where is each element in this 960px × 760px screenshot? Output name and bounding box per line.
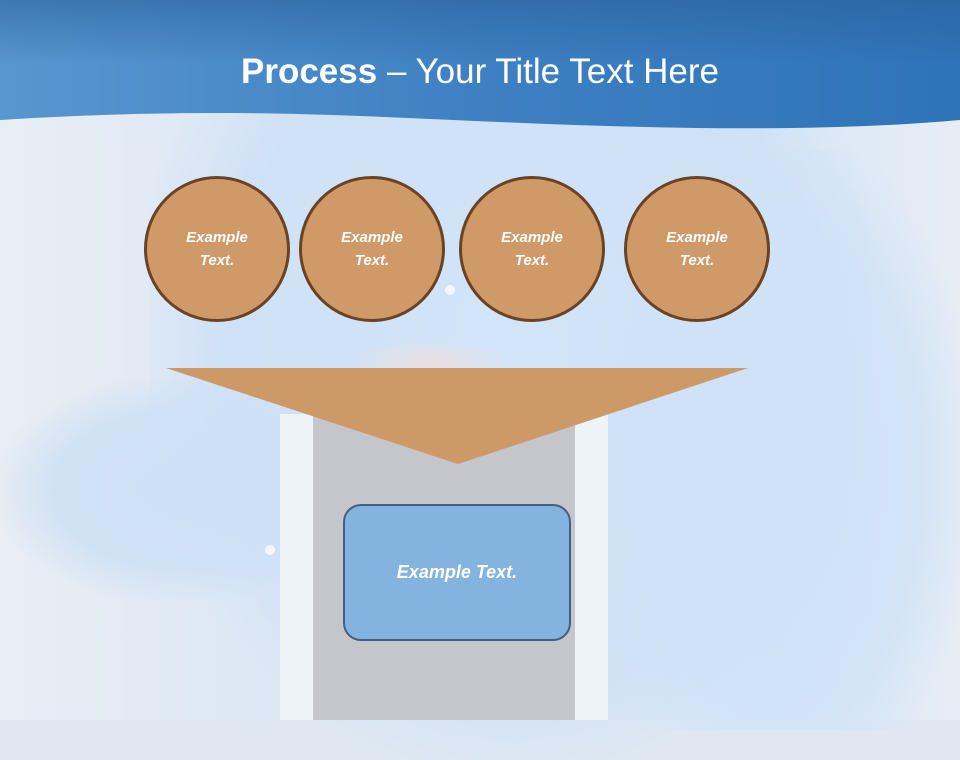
process-step-label: Example Text. (341, 229, 403, 269)
slide-title: Process – Your Title Text Here (0, 52, 960, 92)
process-step-circle: Example Text. (299, 176, 445, 322)
result-label: Example Text. (396, 562, 518, 582)
process-step-label: Example Text. (666, 229, 728, 269)
shirt-button (445, 285, 455, 295)
process-step-circle: Example Text. (459, 176, 605, 322)
shirt-button (265, 545, 275, 555)
process-step-label: Example Text. (501, 229, 563, 269)
process-step-circle: Example Text. (624, 176, 770, 322)
process-step-label: Example Text. (186, 229, 248, 269)
slide-title-bold: Process (241, 52, 378, 91)
result-box: Example Text. (343, 504, 571, 641)
header-band (0, 0, 960, 129)
slide-title-rest: – Your Title Text Here (377, 52, 719, 91)
open-hand (350, 340, 510, 380)
process-step-circle: Example Text. (144, 176, 290, 322)
shirt-sleeve-left (0, 380, 320, 600)
